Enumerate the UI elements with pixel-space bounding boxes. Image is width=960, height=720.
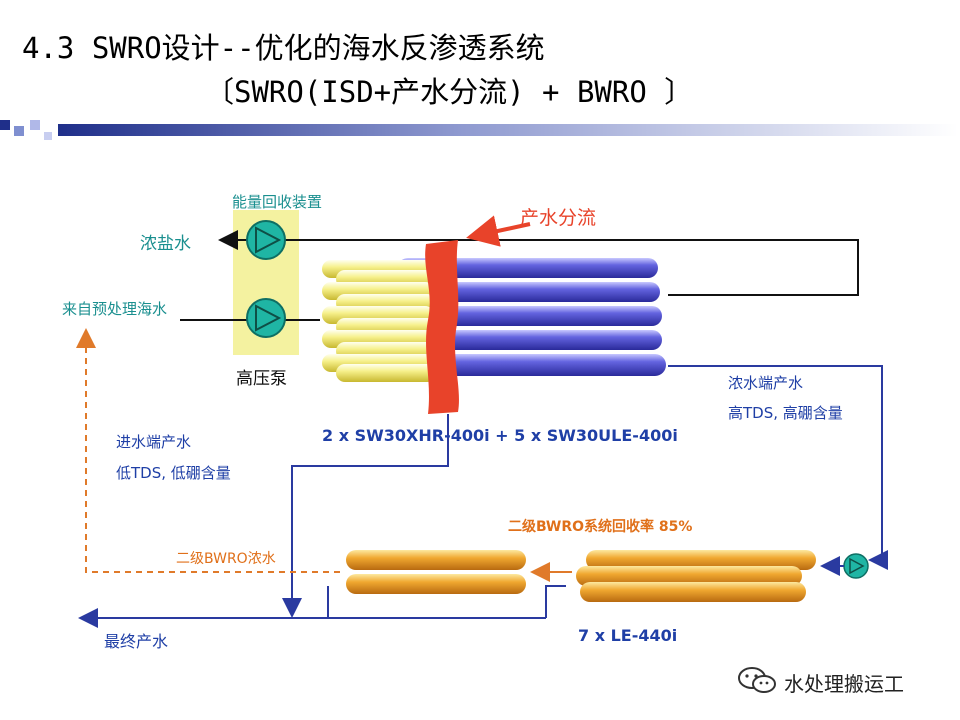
swro-membrane-bundle bbox=[322, 258, 666, 382]
slide-title-line2: 〔SWRO(ISD+产水分流) + BWRO 〕 bbox=[205, 75, 694, 109]
bwro-feed-pump-icon bbox=[843, 553, 869, 579]
bwro-membrane-bundle bbox=[346, 550, 816, 602]
rear-permeate-label-1: 浓水端产水 bbox=[728, 374, 804, 392]
slide-title-line1: 4.3 SWRO设计--优化的海水反渗透系统 bbox=[22, 31, 545, 65]
split-pointer-arrow bbox=[466, 215, 531, 247]
energy-recovery-label: 能量回收装置 bbox=[232, 193, 323, 211]
final-product-label: 最终产水 bbox=[104, 632, 169, 651]
brine-return-line bbox=[218, 230, 859, 296]
rear-permeate-label-2: 高TDS, 高硼含量 bbox=[728, 404, 843, 422]
split-label: 产水分流 bbox=[520, 207, 597, 229]
bwro-recovery-label: 二级BWRO系统回收率 85% bbox=[508, 519, 693, 535]
bwro-brine-recycle-line bbox=[76, 328, 340, 573]
front-permeate-label-1: 进水端产水 bbox=[116, 433, 192, 451]
front-permeate-label-2: 低TDS, 低硼含量 bbox=[116, 464, 231, 482]
brine-label: 浓盐水 bbox=[140, 234, 191, 254]
bwro-permeate-line-2 bbox=[545, 585, 566, 618]
front-permeate-line bbox=[282, 414, 449, 618]
high-pressure-pump-icon bbox=[246, 298, 286, 338]
rear-permeate-line bbox=[668, 365, 888, 570]
wechat-icon bbox=[738, 667, 776, 693]
watermark-text: 水处理搬运工 bbox=[784, 672, 904, 696]
title-underline-decoration bbox=[0, 120, 958, 140]
feed-label: 来自预处理海水 bbox=[62, 300, 168, 318]
hp-pump-label: 高压泵 bbox=[236, 369, 287, 389]
bwro-brine-label: 二级BWRO浓水 bbox=[176, 551, 276, 567]
bwro-elements-label: 7 x LE-440i bbox=[578, 626, 678, 645]
swro-elements-label: 2 x SW30XHR-400i + 5 x SW30ULE-400i bbox=[322, 426, 678, 445]
energy-recovery-device-icon bbox=[246, 220, 286, 260]
permeate-split-band bbox=[425, 240, 459, 414]
